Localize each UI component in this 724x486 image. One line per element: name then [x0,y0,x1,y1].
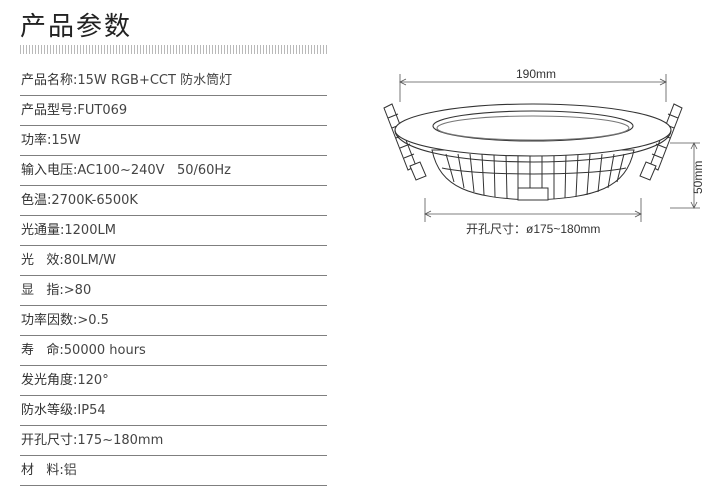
cutout-label: 开孔尺寸：ø175~180mm [466,222,600,236]
spec-row-model: 产品型号:FUT069 [20,96,327,126]
spec-row-ip-rating: 防水等级:IP54 [20,396,327,426]
spec-label: 输入电压: [21,163,78,178]
spec-label: 寿 命: [21,343,64,358]
spec-label: 产品型号: [21,103,78,118]
spec-row-material: 材 料:铝 [20,456,327,486]
spec-row-power-factor: 功率因数:>0.5 [20,306,327,336]
spec-row-efficacy: 光 效:80LM/W [20,246,327,276]
spec-label: 光通量: [21,223,65,238]
spec-value: 50000 hours [63,343,146,358]
spec-row-color-temperature: 色温:2700K-6500K [20,186,327,216]
spec-value: 铝 [63,463,77,478]
title-divider [20,45,327,54]
spec-label: 产品名称: [21,73,78,88]
spec-value: 175~180mm [77,433,164,448]
spec-row-luminous-flux: 光通量:1200LM [20,216,327,246]
spec-row-product-name: 产品名称:15W RGB+CCT 防水筒灯 [20,66,327,96]
trim-ring [394,103,672,163]
heat-sink [431,149,635,201]
spec-label: 显 指: [21,283,64,298]
spec-row-lifespan: 寿 命:50000 hours [20,336,327,366]
spec-value: 15W [51,133,81,148]
spec-value: AC100~240V 50/60Hz [77,163,232,178]
page-title: 产品参数 [20,12,133,42]
spec-list: 产品名称:15W RGB+CCT 防水筒灯 产品型号:FUT069 功率:15W… [20,66,327,486]
spec-value: IP54 [77,403,106,418]
cutout-dimension [424,198,642,222]
spec-value: 120° [77,373,109,388]
spec-row-cri: 显 指:>80 [20,276,327,306]
width-dimension [399,74,667,102]
spec-row-beam-angle: 发光角度:120° [20,366,327,396]
spec-label: 防水等级: [21,403,78,418]
downlight-diagram: 190mm [383,67,705,236]
spec-label: 功率: [21,133,52,148]
width-label: 190mm [516,67,556,81]
height-dimension [670,142,700,209]
spec-row-power: 功率:15W [20,126,327,156]
spec-value: 2700K-6500K [51,193,138,208]
spec-value: FUT069 [77,103,128,118]
spec-row-input-voltage: 输入电压:AC100~240V 50/60Hz [20,156,327,186]
spec-label: 功率因数: [21,313,78,328]
spec-value: 80LM/W [63,253,117,268]
spec-row-cutout: 开孔尺寸:175~180mm [20,426,327,456]
height-label: 50mm [691,161,705,194]
spec-value: >80 [63,283,92,298]
spec-value: >0.5 [77,313,109,328]
spec-label: 发光角度: [21,373,78,388]
spec-label: 材 料: [21,463,64,478]
spec-label: 光 效: [21,253,64,268]
spec-label: 色温: [21,193,52,208]
spec-value: 15W RGB+CCT 防水筒灯 [77,73,233,88]
spec-value: 1200LM [64,223,116,238]
spec-label: 开孔尺寸: [21,433,78,448]
